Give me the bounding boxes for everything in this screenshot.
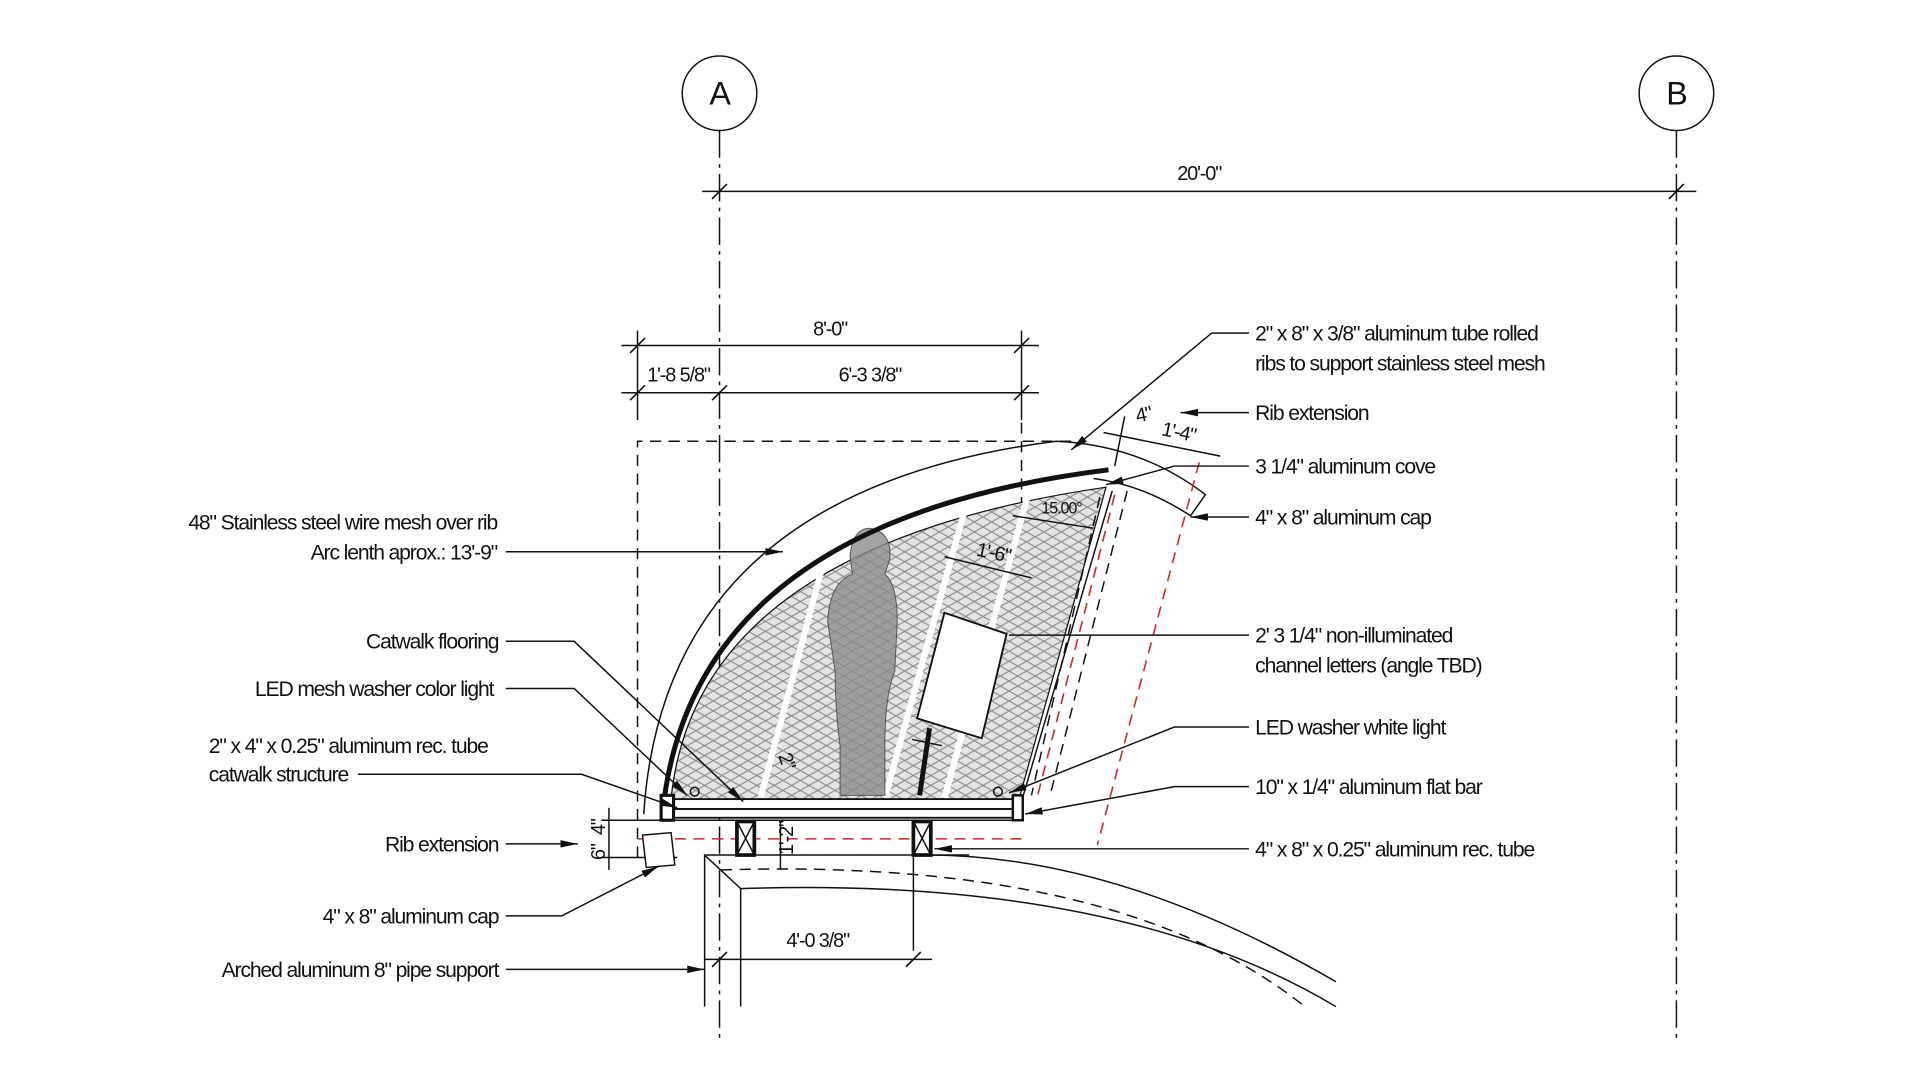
arched-pipe-support: 4'-0 3/8" bbox=[703, 853, 1337, 1008]
label-arc-length: Arc lenth aprox.: 13'-9" bbox=[311, 541, 498, 564]
rib-extension-cap bbox=[641, 831, 676, 869]
label-rib-extension-left: Rib extension bbox=[385, 833, 499, 856]
person-silhouette bbox=[827, 527, 898, 796]
label-aluminum-cap-right: 4" x 8" aluminum cap bbox=[1255, 506, 1431, 529]
label-pipe-support: Arched aluminum 8" pipe support bbox=[222, 959, 500, 982]
grid-bubble-a: A bbox=[681, 55, 758, 132]
dim-rib-ext-14: 1'-4" bbox=[1160, 418, 1199, 447]
label-rolled-ribs-2: ribs to support stainless steel mesh bbox=[1255, 352, 1545, 375]
dim-rib-ext-4: 4" bbox=[1134, 402, 1155, 427]
dim-right-span-text: 6'-3 3/8" bbox=[839, 365, 903, 387]
right-labels: 2" x 8" x 3/8" aluminum tube rolled ribs… bbox=[1255, 323, 1546, 862]
label-led-white-light: LED washer white light bbox=[1255, 716, 1446, 739]
label-rec-tube-right: 4" x 8" x 0.25" aluminum rec. tube bbox=[1255, 838, 1534, 861]
dim-six: 6" bbox=[588, 843, 610, 860]
label-catwalk-flooring: Catwalk flooring bbox=[366, 631, 499, 654]
dimension-overall: 20'-0" bbox=[702, 163, 1697, 200]
grid-label-b: B bbox=[1666, 75, 1686, 111]
label-catwalk-structure: catwalk structure bbox=[209, 764, 349, 787]
label-wire-mesh: 48" Stainless steel wire mesh over rib bbox=[188, 511, 497, 534]
dim-support-span: 4'-0 3/8" bbox=[786, 930, 850, 952]
label-channel-letters-2: channel letters (angle TBD) bbox=[1255, 654, 1481, 677]
dim-left-offset-text: 1'-8 5/8" bbox=[647, 365, 711, 387]
grid-label-a: A bbox=[709, 75, 731, 111]
label-channel-letters: 2' 3 1/4" non-illuminated bbox=[1255, 625, 1453, 648]
dimension-width: 8'-0" 1'-8 5/8" 6'-3 3/8" bbox=[621, 319, 1039, 421]
rib-extension-line bbox=[1036, 494, 1116, 796]
label-flat-bar: 10" x 1/4" aluminum flat bar bbox=[1255, 776, 1483, 799]
rib-extension-line-outer bbox=[1096, 462, 1201, 846]
label-rolled-ribs: 2" x 8" x 3/8" aluminum tube rolled bbox=[1255, 323, 1538, 346]
label-rec-tube-left: 2" x 4" x 0.25" aluminum rec. tube bbox=[209, 735, 488, 758]
label-aluminum-cap-left: 4" x 8" aluminum cap bbox=[323, 905, 499, 928]
rec-tubes bbox=[735, 819, 933, 857]
dim-four: 4" bbox=[588, 818, 610, 835]
dim-overall-text: 20'-0" bbox=[1177, 163, 1222, 185]
grid-bubble-b: B bbox=[1638, 55, 1715, 132]
aluminum-cap-arc bbox=[642, 440, 1207, 815]
left-leaders bbox=[357, 548, 783, 974]
channel-letter-sign bbox=[912, 611, 1008, 796]
envelope-outline bbox=[636, 440, 1082, 858]
right-leaders bbox=[934, 332, 1249, 853]
label-aluminum-cove: 3 1/4" aluminum cove bbox=[1255, 456, 1435, 479]
rolled-rib bbox=[659, 467, 1109, 816]
dim-width-text: 8'-0" bbox=[813, 319, 848, 341]
left-labels: 48" Stainless steel wire mesh over rib A… bbox=[188, 511, 500, 982]
dim-angle: 15.00° bbox=[1041, 499, 1082, 517]
dim-height-12: 1'-2" bbox=[776, 820, 798, 855]
label-led-color-light: LED mesh washer color light bbox=[255, 678, 495, 701]
label-rib-extension-right: Rib extension bbox=[1255, 402, 1369, 425]
